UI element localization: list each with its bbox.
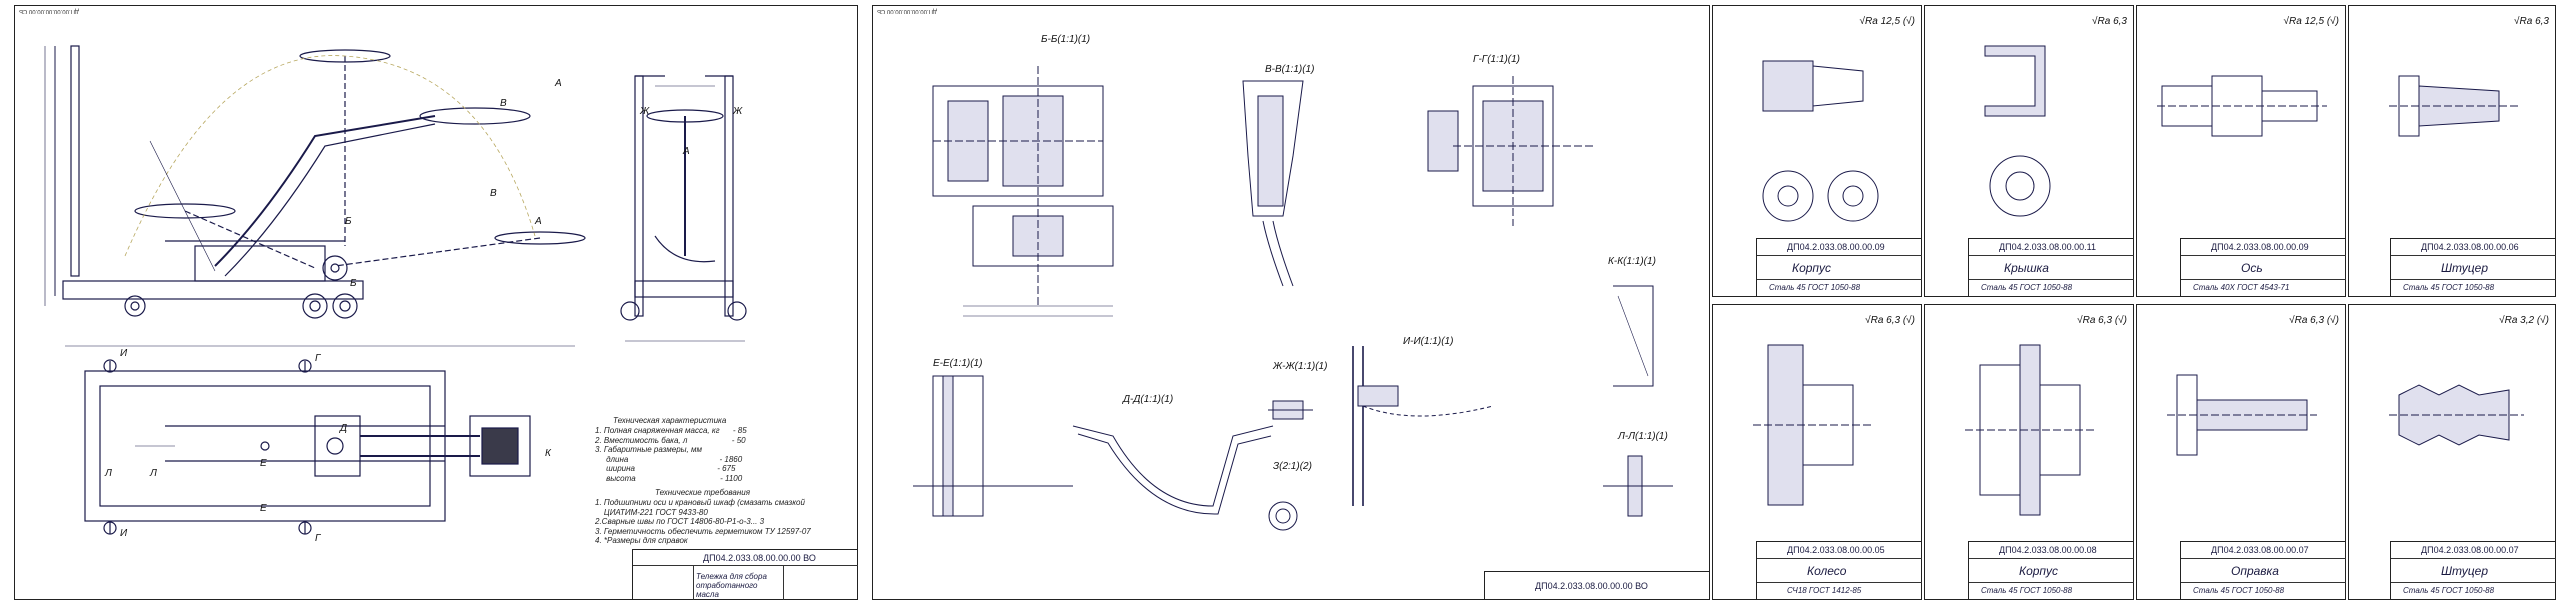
svg-text:В: В: [500, 98, 507, 109]
svg-text:Ж: Ж: [639, 106, 650, 117]
part-code: ДП04.2.033.08.00.00.08: [1999, 545, 2097, 555]
part-material: СЧ18 ГОСТ 1412-85: [1787, 586, 1862, 595]
part-drawing: [2389, 75, 2519, 137]
sections-drawing: [913, 66, 1673, 531]
part-sheet-2: √Ra 6,3 ДП04.2.033.08.00.00.11 Крышка Ст…: [1924, 5, 2134, 297]
part-material: Сталь 45 ГОСТ 1050-88: [1981, 283, 2073, 292]
part-code: ДП04.2.033.08.00.00.11: [1999, 242, 2096, 252]
svg-text:Л: Л: [149, 468, 157, 479]
svg-text:А: А: [534, 216, 542, 227]
assembly-sheet: ДП.00.00.00.00.00 СБ: [14, 5, 858, 600]
part-name: Крышка: [2004, 261, 2049, 275]
title-block: ДП04.2.033.08.00.00.08 Корпус Сталь 45 Г…: [1968, 541, 2134, 599]
svg-text:Е: Е: [260, 503, 267, 514]
specs-list: 1. Полная снаряженная масса, кг - 85 2. …: [595, 426, 747, 483]
part-material: Сталь 45 ГОСТ 1050-88: [2193, 586, 2285, 595]
part-name: Колесо: [1807, 564, 1847, 578]
roughness-mark: √Ra 12,5 (√): [1859, 16, 1915, 27]
roughness-mark: √Ra 6,3 (√): [2289, 315, 2339, 326]
part-material: Сталь 40Х ГОСТ 4543-71: [2193, 283, 2290, 292]
part-sheet-6: √Ra 6,3 (√) ДП04.2.033.08.00.00.08 Корпу…: [1924, 304, 2134, 600]
view-label-ee: Е-Е(1:1)(1): [933, 358, 983, 369]
roughness-mark: √Ra 6,3: [2092, 16, 2127, 27]
svg-text:И: И: [120, 528, 128, 539]
part-name: Корпус: [2019, 564, 2059, 578]
svg-text:И: И: [120, 348, 128, 359]
part-code: ДП04.2.033.08.00.00.05: [1787, 545, 1885, 555]
roughness-mark: √Ra 12,5 (√): [2283, 16, 2339, 27]
title-block: ДП04.2.033.08.00.00.05 Колесо СЧ18 ГОСТ …: [1756, 541, 1922, 599]
part-name: Корпус: [1792, 261, 1832, 275]
part-sheet-5: √Ra 6,3 (√) ДП04.2.033.08.00.00.05 Колес…: [1712, 304, 1922, 600]
svg-text:Г: Г: [315, 353, 322, 364]
part-material: Сталь 45 ГОСТ 1050-88: [2403, 586, 2495, 595]
part-sheet-1: √Ra 12,5 (√) ДП04.2.033.08.00.00.09 Корп…: [1712, 5, 1922, 297]
specs-heading: Техническая характеристика: [613, 416, 727, 425]
part-code: ДП04.2.033.08.00.00.09: [2211, 242, 2309, 252]
title-block: ДП04.2.033.08.00.00.11 Крышка Сталь 45 Г…: [1968, 238, 2134, 296]
view-label-ii: И-И(1:1)(1): [1403, 336, 1454, 347]
view-label-dd: Д-Д(1:1)(1): [1123, 394, 1174, 405]
part-drawing: [1984, 45, 2051, 217]
title-block: ДП04.2.033.08.00.00.09 Ось Сталь 40Х ГОС…: [2180, 238, 2346, 296]
view-label-z: З(2:1)(2): [1273, 461, 1312, 472]
title-block: ДП04.2.033.08.00.00.07 Штуцер Сталь 45 Г…: [2390, 541, 2556, 599]
view-label-ll: Л-Л(1:1)(1): [1618, 431, 1668, 442]
part-sheet-3: √Ra 12,5 (√) ДП04.2.033.08.00.00.09 Ось …: [2136, 5, 2346, 297]
title-code: ДП04.2.033.08.00.00.00 ВО: [1535, 581, 1648, 591]
part-code: ДП04.2.033.08.00.00.07: [2421, 545, 2519, 555]
svg-text:Г: Г: [315, 533, 322, 544]
part-sheet-4: √Ra 6,3 ДП04.2.033.08.00.00.06 Штуцер Ст…: [2348, 5, 2556, 297]
roughness-mark: √Ra 6,3 (√): [2077, 315, 2127, 326]
title-block: ДП04.2.033.08.00.00.09 Корпус Сталь 45 Г…: [1756, 238, 1922, 296]
requirements-heading: Технические требования: [655, 488, 750, 497]
part-drawing: [1965, 344, 2095, 516]
view-label-gg: Г-Г(1:1)(1): [1473, 54, 1520, 65]
part-drawing: [2167, 374, 2317, 456]
part-code: ДП04.2.033.08.00.00.09: [1787, 242, 1885, 252]
part-drawing: [2389, 384, 2524, 446]
title-block: ДП04.2.033.08.00.00.06 Штуцер Сталь 45 Г…: [2390, 238, 2556, 296]
svg-text:К: К: [545, 448, 552, 459]
part-material: Сталь 45 ГОСТ 1050-88: [1981, 586, 2073, 595]
requirements-list: 1. Подшипники оси и крановый шкаф (смаза…: [595, 498, 811, 545]
part-name: Штуцер: [2441, 564, 2488, 578]
view-label-kk: К-К(1:1)(1): [1608, 256, 1656, 267]
svg-text:А: А: [554, 78, 562, 89]
part-code: ДП04.2.033.08.00.00.07: [2211, 545, 2309, 555]
roughness-mark: √Ra 6,3 (√): [1865, 315, 1915, 326]
svg-text:Е: Е: [260, 458, 267, 469]
title-block: ДП04.2.033.08.00.00.00 ВО: [1484, 571, 1709, 599]
svg-text:В: В: [490, 188, 497, 199]
roughness-mark: √Ra 3,2 (√): [2499, 315, 2549, 326]
assembly-drawing: А В А В Б Б Ж Ж Г Г И И Л Л Е Е Д К: [44, 45, 747, 544]
svg-text:Б: Б: [345, 216, 352, 227]
svg-text:Б: Б: [350, 278, 357, 289]
part-name: Штуцер: [2441, 261, 2488, 275]
view-label-bb: Б-Б(1:1)(1): [1041, 34, 1091, 45]
part-drawing: [2157, 75, 2327, 137]
svg-text:Ж: Ж: [732, 106, 743, 117]
view-a-label: А: [683, 146, 690, 157]
part-name: Оправка: [2231, 564, 2279, 578]
sections-sheet: ДП.00.00.00.00.00 СБ: [872, 5, 1710, 600]
title-code: ДП04.2.033.08.00.00.00 ВО: [703, 553, 816, 563]
svg-text:Д: Д: [339, 423, 347, 434]
part-drawing: [1762, 60, 1879, 222]
svg-text:Л: Л: [104, 468, 112, 479]
part-sheet-8: √Ra 3,2 (√) ДП04.2.033.08.00.00.07 Штуце…: [2348, 304, 2556, 600]
title-block: ДП04.2.033.08.00.00.00 ВО Тележка для сб…: [632, 549, 858, 600]
part-code: ДП04.2.033.08.00.00.06: [2421, 242, 2519, 252]
view-label-vv: В-В(1:1)(1): [1265, 64, 1315, 75]
roughness-mark: √Ra 6,3: [2514, 16, 2549, 27]
view-label-zhzh: Ж-Ж(1:1)(1): [1273, 361, 1328, 372]
part-name: Ось: [2241, 261, 2263, 275]
title-name: Тележка для сбора отработанного масла: [696, 572, 767, 599]
part-material: Сталь 45 ГОСТ 1050-88: [2403, 283, 2495, 292]
part-sheet-7: √Ra 6,3 (√) ДП04.2.033.08.00.00.07 Оправ…: [2136, 304, 2346, 600]
title-block: ДП04.2.033.08.00.00.07 Оправка Сталь 45 …: [2180, 541, 2346, 599]
part-material: Сталь 45 ГОСТ 1050-88: [1769, 283, 1861, 292]
part-drawing: [1753, 344, 1873, 506]
